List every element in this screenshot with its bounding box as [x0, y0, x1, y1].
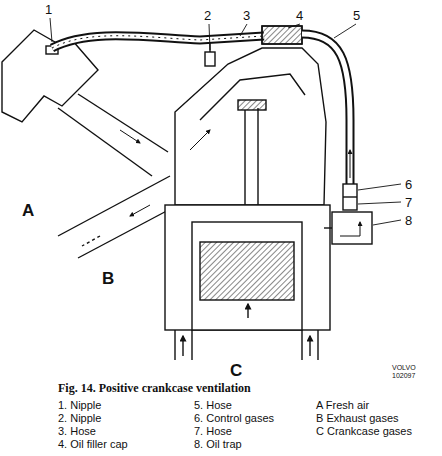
region-letter: A — [22, 202, 34, 219]
exhaust-pipe — [58, 176, 170, 236]
key-entry: 6. Control gases — [194, 413, 274, 424]
cylinder-bore — [192, 222, 302, 330]
key-entry: A Fresh air — [316, 400, 369, 411]
key-entry: B Exhaust gases — [316, 413, 399, 424]
piston — [200, 242, 294, 300]
oil-filler-cap — [262, 26, 302, 44]
nipple — [205, 52, 215, 66]
key-entry: 8. Oil trap — [194, 439, 242, 450]
callout-number: 5 — [353, 9, 360, 22]
callout-number: 4 — [296, 9, 303, 22]
key-entry: 5. Hose — [194, 400, 232, 411]
watermark: VOLVO — [392, 364, 416, 371]
region-letter: B — [102, 270, 114, 287]
cylinder-block — [165, 205, 330, 330]
intake-pipe — [78, 94, 168, 152]
key-entry: 2. Nipple — [58, 413, 101, 424]
callout-number: 1 — [45, 3, 52, 16]
watermark: 102097 — [392, 372, 415, 379]
callout-number: 8 — [405, 214, 412, 227]
carburettor — [2, 30, 98, 122]
callout-number: 3 — [243, 9, 250, 22]
region-letter: C — [230, 362, 242, 379]
hose — [302, 34, 350, 184]
leader-line — [50, 18, 401, 225]
hose — [52, 36, 264, 48]
valve — [245, 108, 258, 205]
key-entry: 4. Oil filler cap — [58, 439, 128, 450]
exhaust-pipe — [78, 206, 176, 258]
key-entry: 3. Hose — [58, 426, 96, 437]
key-entry: 1. Nipple — [58, 400, 101, 411]
oil-trap — [332, 212, 372, 244]
cylinder-head — [175, 48, 326, 205]
callout-number: 7 — [405, 196, 412, 209]
callout-number: 6 — [405, 178, 412, 191]
key-entry: 7. Hose — [194, 426, 232, 437]
crankcase — [175, 330, 318, 360]
key-entry: C Crankcase gases — [316, 426, 412, 437]
control-valve — [343, 184, 357, 210]
intake-pipe — [58, 108, 152, 176]
figure-caption: Fig. 14. Positive crankcase ventilation — [58, 382, 251, 394]
callout-number: 2 — [204, 9, 211, 22]
